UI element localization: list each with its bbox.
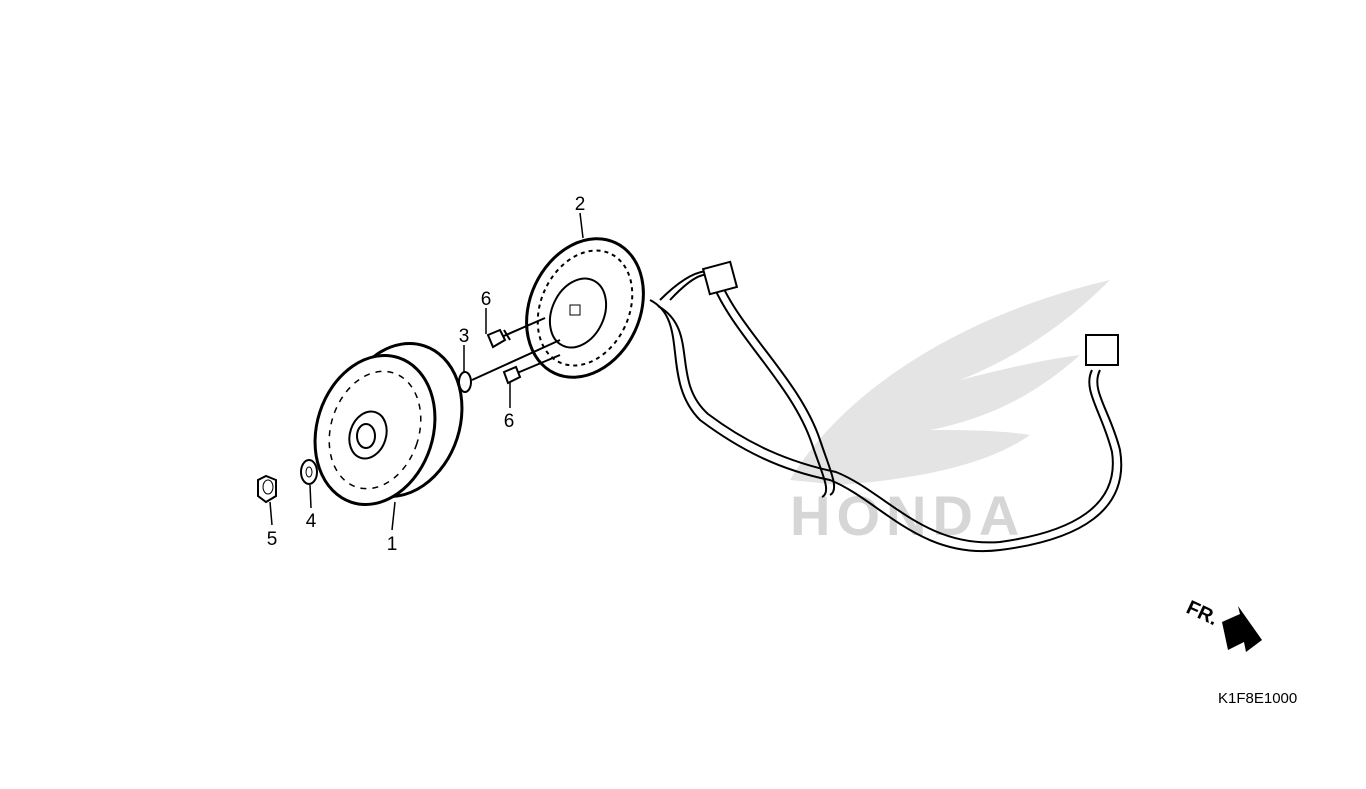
leader-lines bbox=[269, 212, 584, 531]
stator[interactable] bbox=[505, 220, 666, 397]
fr-label: FR. bbox=[1183, 597, 1221, 631]
nut[interactable] bbox=[257, 474, 277, 504]
honda-text-watermark: HONDA bbox=[790, 484, 1025, 547]
callout-3[interactable]: 3 bbox=[459, 326, 470, 347]
connector-right[interactable] bbox=[1085, 334, 1119, 366]
front-arrow-icon bbox=[1222, 606, 1262, 652]
callout-6-lower[interactable]: 6 bbox=[504, 411, 515, 432]
washer[interactable] bbox=[300, 459, 318, 485]
callout-4[interactable]: 4 bbox=[306, 511, 317, 532]
diagram-code: K1F8E1000 bbox=[1218, 690, 1298, 707]
callout-6-upper[interactable]: 6 bbox=[481, 289, 492, 310]
honda-wing-watermark bbox=[790, 280, 1110, 485]
front-direction-indicator: FR. bbox=[1183, 597, 1262, 652]
flange-bolt[interactable] bbox=[458, 339, 561, 393]
callout-2[interactable]: 2 bbox=[575, 194, 586, 215]
connector-upper[interactable] bbox=[701, 260, 739, 296]
callout-5[interactable]: 5 bbox=[267, 529, 278, 550]
callout-1[interactable]: 1 bbox=[387, 534, 398, 555]
bolt-upper[interactable] bbox=[486, 317, 546, 349]
bolt-lower[interactable] bbox=[502, 354, 561, 385]
flywheel[interactable] bbox=[296, 327, 481, 520]
